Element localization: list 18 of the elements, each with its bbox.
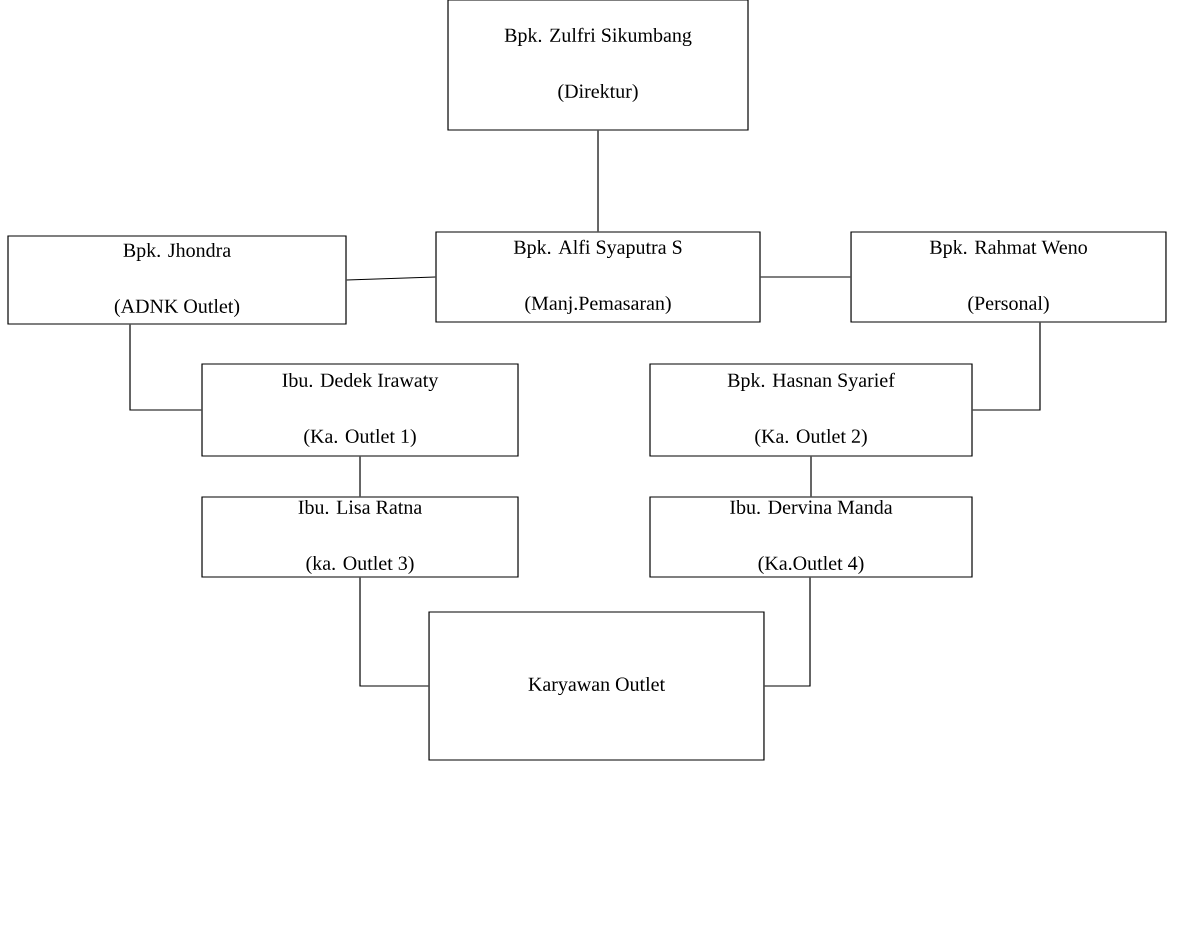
org-box: Karyawan Outlet bbox=[428, 611, 765, 761]
org-box: Bpk. Hasnan Syarief (Ka. Outlet 2) bbox=[649, 363, 973, 457]
org-box: Bpk. Jhondra (ADNK Outlet) bbox=[7, 235, 347, 325]
connector-line bbox=[129, 324, 202, 411]
connector-line bbox=[346, 276, 436, 281]
org-box: Bpk. Rahmat Weno (Personal) bbox=[850, 231, 1167, 323]
connector-line bbox=[359, 456, 361, 497]
connector-line bbox=[763, 577, 811, 687]
connector-line bbox=[359, 577, 430, 687]
org-box: Ibu. Dedek Irawaty (Ka. Outlet 1) bbox=[201, 363, 519, 457]
org-box: Ibu. Dervina Manda (Ka.Outlet 4) bbox=[649, 496, 973, 578]
connector-line bbox=[972, 322, 1041, 411]
connector-line bbox=[760, 276, 852, 278]
org-box: Bpk. Alfi Syaputra S (Manj.Pemasaran) bbox=[435, 231, 761, 323]
connector-line bbox=[810, 456, 812, 497]
org-box: Ibu. Lisa Ratna (ka. Outlet 3) bbox=[201, 496, 519, 578]
connector-line bbox=[597, 130, 599, 232]
org-box: Bpk. Zulfri Sikumbang (Direktur) bbox=[447, 0, 749, 131]
